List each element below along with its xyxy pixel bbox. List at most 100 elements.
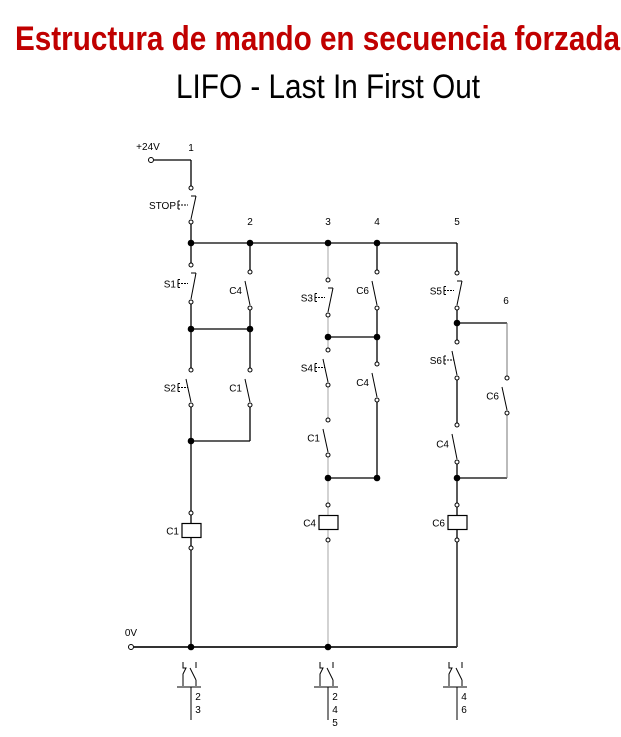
terminal xyxy=(504,375,510,381)
terminal xyxy=(325,502,331,508)
coil-c6-label: C6 xyxy=(432,519,445,530)
contact-blade xyxy=(244,378,251,403)
stop-button xyxy=(177,195,197,220)
terminal xyxy=(504,410,510,416)
junction-dot xyxy=(187,643,195,651)
node-label-2: 2 xyxy=(247,217,253,228)
terminal xyxy=(188,219,194,225)
terminal xyxy=(188,262,194,268)
coil-c1 xyxy=(181,522,202,539)
terminal xyxy=(454,422,460,428)
supply-label-24v: +24V xyxy=(136,142,160,153)
xref-number: 5 xyxy=(332,718,338,729)
xref-no-symbol xyxy=(189,667,197,681)
contact-blade xyxy=(371,372,378,398)
node-label-4: 4 xyxy=(374,217,380,228)
c4-contact-label: C4 xyxy=(229,286,242,297)
c4-contact-label: C4 xyxy=(436,440,449,451)
terminal xyxy=(454,537,460,543)
terminal xyxy=(325,347,331,353)
terminal xyxy=(188,545,194,551)
terminal xyxy=(374,397,380,403)
xref-no-symbol xyxy=(326,667,334,681)
supply-terminal-24v xyxy=(148,157,154,163)
contact-blade xyxy=(501,386,508,411)
contact-blade xyxy=(451,350,458,376)
contact-blade xyxy=(244,280,251,306)
terminal xyxy=(325,537,331,543)
terminal xyxy=(247,269,253,275)
c4-contact xyxy=(451,433,458,460)
junction-dot xyxy=(324,643,332,651)
terminal xyxy=(454,375,460,381)
c4-contact-label: C4 xyxy=(356,378,369,389)
contact-blade xyxy=(322,358,329,383)
s5-button xyxy=(443,280,463,306)
xref-number: 3 xyxy=(195,705,201,716)
terminal xyxy=(325,312,331,318)
junction-dot xyxy=(373,239,381,247)
supply-label-0v: 0V xyxy=(125,628,138,639)
xref-nc-symbol xyxy=(182,662,187,686)
terminal xyxy=(188,510,194,516)
xref-number: 6 xyxy=(461,705,467,716)
terminal xyxy=(454,270,460,276)
coil-c4-label: C4 xyxy=(303,519,316,530)
node-label-5: 5 xyxy=(454,217,460,228)
stop-button-label: STOP xyxy=(149,201,176,212)
s5-button-label: S5 xyxy=(430,287,443,298)
terminal xyxy=(325,382,331,388)
xref-number: 2 xyxy=(195,692,201,703)
s3-button xyxy=(314,287,334,313)
contact-blade xyxy=(190,272,197,300)
terminal xyxy=(247,367,253,373)
contact-blade xyxy=(456,280,463,306)
c4-contact xyxy=(371,372,378,398)
node-label-3: 3 xyxy=(325,217,331,228)
s4-button xyxy=(314,358,329,383)
c4-contact xyxy=(244,280,251,306)
contact-blade xyxy=(371,280,378,306)
s6-button xyxy=(443,350,458,376)
xref-number: 4 xyxy=(461,692,467,703)
contact-blade xyxy=(322,428,329,453)
terminal xyxy=(247,305,253,311)
s3-button-label: S3 xyxy=(301,294,314,305)
c6-contact-label: C6 xyxy=(356,286,369,297)
terminal xyxy=(325,277,331,283)
terminal xyxy=(454,305,460,311)
xref-nc-symbol xyxy=(319,662,324,686)
junction-dot xyxy=(453,474,461,482)
terminal xyxy=(374,269,380,275)
terminal xyxy=(374,361,380,367)
coil-c6 xyxy=(447,514,468,531)
junction-dot xyxy=(373,333,381,341)
s4-button-label: S4 xyxy=(301,364,314,375)
terminal xyxy=(247,402,253,408)
c1-contact xyxy=(322,428,329,453)
junction-dot xyxy=(324,474,332,482)
c1-contact-label: C1 xyxy=(307,434,320,445)
junction-dot xyxy=(187,325,195,333)
node-label-1: 1 xyxy=(188,143,194,154)
terminal xyxy=(188,367,194,373)
junction-dot xyxy=(246,239,254,247)
junction-dot xyxy=(187,239,195,247)
terminal xyxy=(454,339,460,345)
coil-c1-label: C1 xyxy=(166,527,179,538)
coil-c4 xyxy=(318,514,339,531)
terminal xyxy=(188,299,194,305)
xref-number: 2 xyxy=(332,692,338,703)
xref-number: 4 xyxy=(332,705,338,716)
diagram-title: Estructura de mando en secuencia forzada xyxy=(15,20,621,58)
s2-button xyxy=(177,378,192,403)
contact-blade xyxy=(327,287,334,313)
junction-dot xyxy=(246,325,254,333)
contact-blade xyxy=(190,195,197,220)
c6-contact-label: C6 xyxy=(486,392,499,403)
terminal xyxy=(325,452,331,458)
junction-dot xyxy=(453,319,461,327)
s1-button-label: S1 xyxy=(164,280,177,291)
